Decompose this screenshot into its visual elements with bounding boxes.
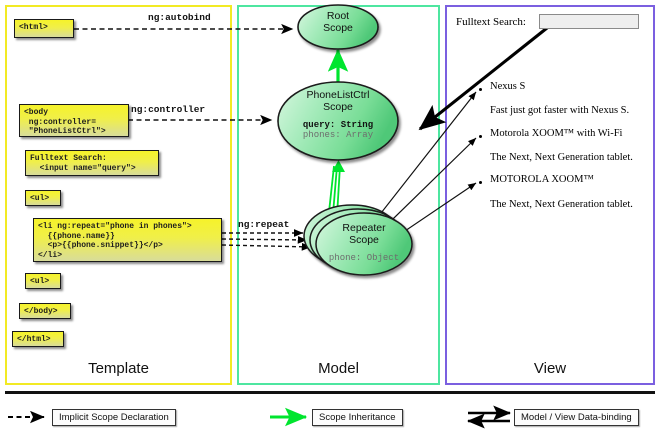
view-item-snippet-1: Fast just got faster with Nexus S. bbox=[490, 105, 630, 116]
view-item-snippet-3: The Next, Next Generation tablet. bbox=[490, 199, 633, 210]
column-label-template: Template bbox=[88, 360, 149, 377]
legend-model-view-data-binding: Model / View Data-binding bbox=[514, 409, 639, 426]
legend-scope-inheritance: Scope Inheritance bbox=[312, 409, 403, 426]
view-item-name-1: Nexus S bbox=[490, 81, 526, 92]
legend-arrows bbox=[8, 405, 511, 429]
column-label-view: View bbox=[533, 360, 567, 377]
phonelistctrl-scope-ellipse bbox=[277, 81, 399, 161]
column-model: Model bbox=[237, 5, 440, 385]
view-bullet-2 bbox=[479, 135, 482, 138]
code-box-ul-close[interactable]: <ul> bbox=[25, 273, 61, 289]
legend-implicit-scope-declaration: Implicit Scope Declaration bbox=[52, 409, 176, 426]
column-view: View bbox=[445, 5, 655, 385]
column-label-model: Model bbox=[318, 360, 359, 377]
code-box-ul-open[interactable]: <ul> bbox=[25, 190, 61, 206]
edge-label-autobind: ng:autobind bbox=[148, 12, 211, 23]
code-box-body-close[interactable]: </body> bbox=[19, 303, 71, 319]
code-box-html-open[interactable]: <html> bbox=[14, 19, 74, 38]
view-bullet-1 bbox=[479, 88, 482, 91]
code-box-li-repeat[interactable]: <li ng:repeat="phone in phones"> {{phone… bbox=[33, 218, 222, 262]
view-search-input[interactable] bbox=[539, 14, 639, 29]
code-box-fulltext-search[interactable]: Fulltext Search: <input name="query"> bbox=[25, 150, 159, 176]
view-item-snippet-2: The Next, Next Generation tablet. bbox=[490, 152, 633, 163]
legend-divider bbox=[5, 391, 655, 394]
edge-label-controller: ng:controller bbox=[131, 104, 206, 115]
edge-label-repeat: ng:repeat bbox=[238, 219, 290, 230]
view-bullet-3 bbox=[479, 181, 482, 184]
repeater-scope-ellipse-front bbox=[315, 212, 413, 276]
code-box-html-close[interactable]: </html> bbox=[12, 331, 64, 347]
root-scope-ellipse bbox=[297, 4, 379, 50]
view-search-label: Fulltext Search: bbox=[456, 16, 526, 28]
view-item-name-2: Motorola XOOM™ with Wi-Fi bbox=[490, 128, 623, 139]
code-box-body-open[interactable]: <body ng:controller= "PhoneListCtrl"> bbox=[19, 104, 129, 137]
view-item-name-3: MOTOROLA XOOM™ bbox=[490, 174, 594, 185]
